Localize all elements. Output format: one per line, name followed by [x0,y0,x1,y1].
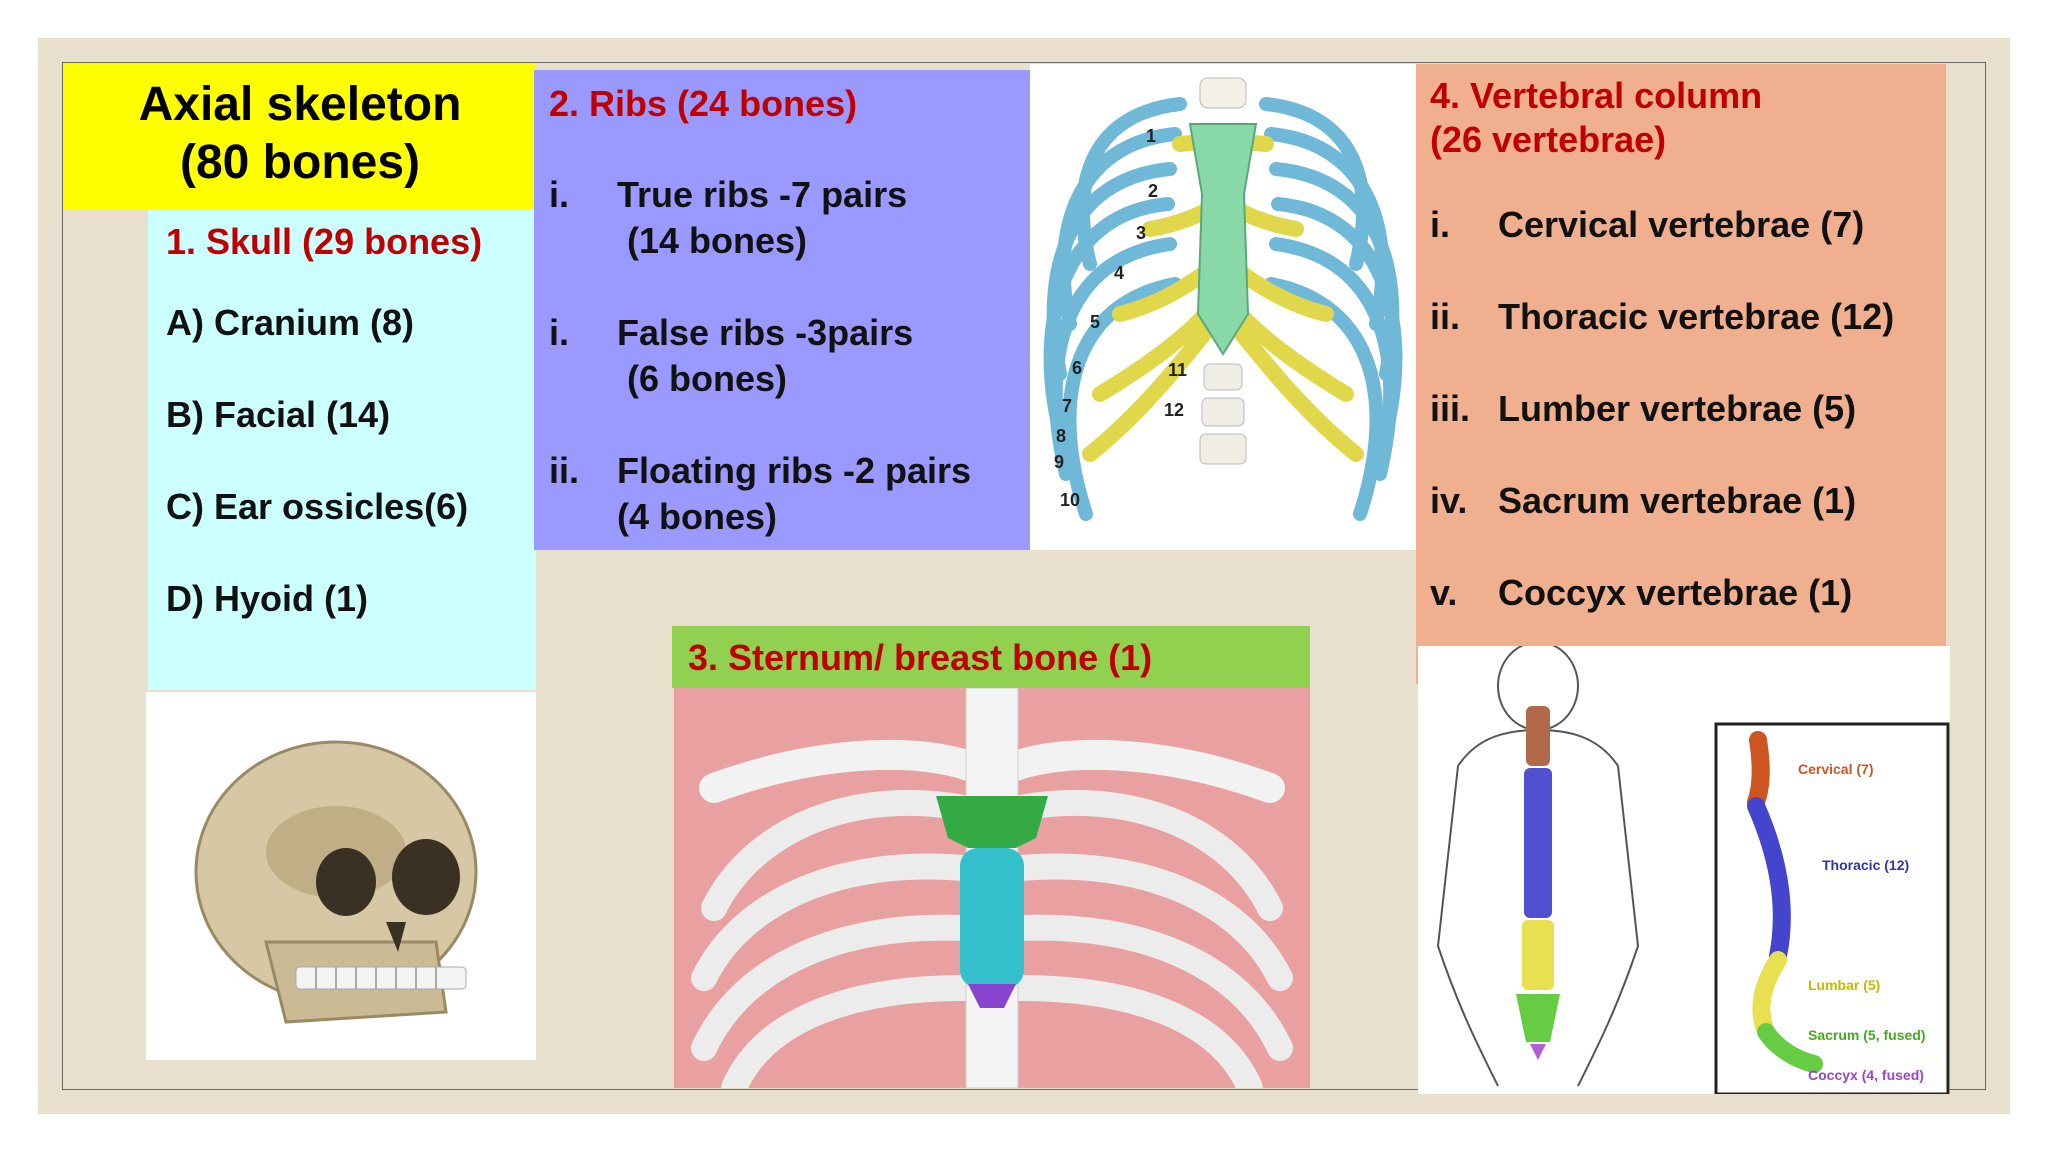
rib-label-10: 10 [1060,490,1080,510]
ribs-item-false: i. False ribs -3pairs (6 bones) [549,310,1032,402]
rib-label-3: 3 [1136,223,1146,243]
ribs-item-false-line2: (6 bones) [617,358,788,399]
rib-label-11: 11 [1168,360,1187,380]
rib-label-6: 6 [1072,358,1082,378]
rib-label-5: 5 [1090,312,1100,332]
ribs-item-floating-line1: Floating ribs -2 pairs [617,450,972,491]
vertebral-item-coccyx: v. Coccyx vertebrae (1) [1430,570,1946,616]
slide-title: Axial skeleton (80 bones) [64,64,536,210]
rib-label-9: 9 [1054,452,1064,472]
skull-illustration [146,692,536,1060]
vertebral-item-thoracic: ii. Thoracic vertebrae (12) [1430,294,1946,340]
ribs-item-floating-line2: (4 bones) [617,496,778,537]
rib-label-1: 1 [1146,126,1156,146]
ribs-item-floating: ii. Floating ribs -2 pairs (4 bones) [549,448,1032,540]
ribs-item-false-num: i. [549,312,570,353]
rib-label-8: 8 [1056,426,1066,446]
sternum-illustration [674,688,1310,1088]
spine-label-cervical: Cervical (7) [1798,761,1873,777]
vertebral-item-coccyx-num: v. [1430,572,1458,613]
sternum-heading-bar: 3. Sternum/ breast bone (1) [672,626,1310,688]
vertebral-item-coccyx-text: Coccyx vertebrae (1) [1498,572,1853,613]
skull-panel: 1. Skull (29 bones) A) Cranium (8) B) Fa… [148,210,536,690]
ribs-item-floating-num: ii. [549,450,580,491]
ribs-item-true-line1: True ribs -7 pairs [617,174,908,215]
title-line-2: (80 bones) [179,136,421,189]
vertebral-heading-line1: 4. Vertebral column [1430,75,1763,116]
ribs-panel: 2. Ribs (24 bones) i. True ribs -7 pairs… [534,70,1032,550]
ribs-item-false-line1: False ribs -3pairs [617,312,914,353]
spine-label-coccyx: Coccyx (4, fused) [1808,1067,1924,1083]
vertebral-item-cervical-num: i. [1430,204,1451,245]
vertebral-item-lumbar-num: iii. [1430,388,1471,429]
skull-item-ear-ossicles: C) Ear ossicles(6) [166,486,469,527]
ribs-heading: 2. Ribs (24 bones) [549,83,858,124]
skull-item-hyoid: D) Hyoid (1) [166,578,368,619]
ribs-item-true-line2: (14 bones) [617,220,808,261]
spine-label-lumbar: Lumbar (5) [1808,977,1880,993]
vertebral-item-lumbar: iii. Lumber vertebrae (5) [1430,386,1946,432]
rib-label-12: 12 [1164,400,1184,420]
ribs-item-true-num: i. [549,174,570,215]
skull-item-cranium: A) Cranium (8) [166,302,415,343]
vertebral-item-sacrum-text: Sacrum vertebrae (1) [1498,480,1857,521]
vertebral-item-lumbar-text: Lumber vertebrae (5) [1498,388,1857,429]
sternum-heading: 3. Sternum/ breast bone (1) [688,637,1153,678]
spine-label-thoracic: Thoracic (12) [1822,857,1909,873]
spine-illustration: Cervical (7) Thoracic (12) Lumbar (5) Sa… [1418,646,1950,1094]
vertebral-item-sacrum: iv. Sacrum vertebrae (1) [1430,478,1946,524]
vertebral-item-cervical: i. Cervical vertebrae (7) [1430,202,1946,248]
vertebral-item-sacrum-num: iv. [1430,480,1468,521]
vertebral-panel: 4. Vertebral column (26 vertebrae) i. Ce… [1416,64,1946,684]
vertebral-heading-line2: (26 vertebrae) [1430,119,1667,160]
vertebral-item-cervical-text: Cervical vertebrae (7) [1498,204,1865,245]
ribs-item-true: i. True ribs -7 pairs (14 bones) [549,172,1032,264]
skull-item-facial: B) Facial (14) [166,394,391,435]
rib-label-4: 4 [1114,263,1124,283]
rib-label-7: 7 [1062,396,1072,416]
ribcage-illustration: 1 2 3 4 5 6 7 8 9 10 11 12 [1030,64,1416,550]
vertebral-item-thoracic-text: Thoracic vertebrae (12) [1498,296,1895,337]
skull-heading: 1. Skull (29 bones) [166,221,483,262]
spine-label-sacrum: Sacrum (5, fused) [1808,1027,1925,1043]
title-line-1: Axial skeleton [138,78,462,131]
vertebral-item-thoracic-num: ii. [1430,296,1461,337]
rib-label-2: 2 [1148,181,1158,201]
